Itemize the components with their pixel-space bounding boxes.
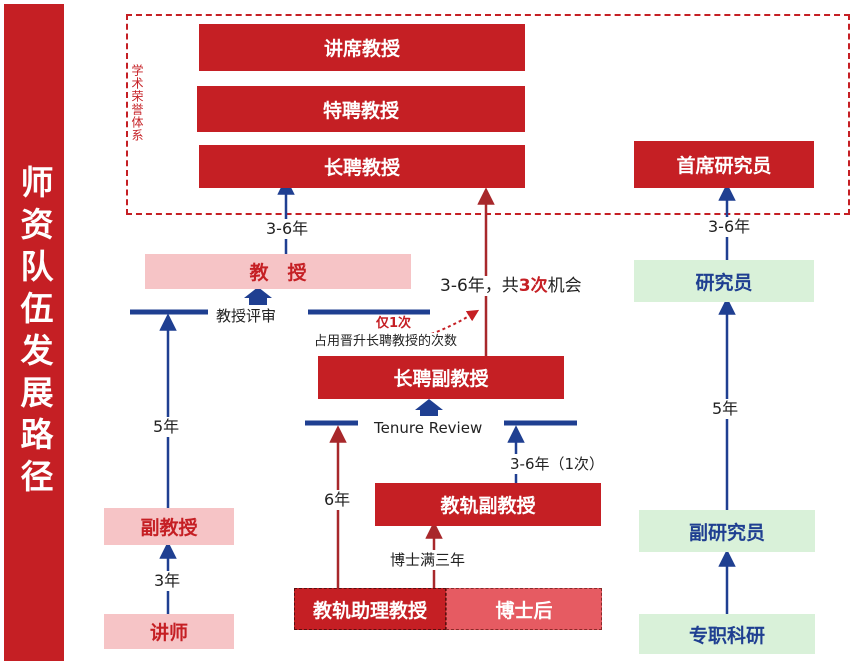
tenure-track-associate-professor-box: 教轨副教授 — [375, 483, 601, 526]
honor-system-label: 学术荣誉体系 — [130, 64, 144, 142]
only-once-dotted-arrow — [419, 309, 480, 339]
professor-box: 教 授 — [145, 254, 411, 289]
tenured-professor-box: 长聘教授 — [199, 145, 525, 188]
professor-review-label: 教授评审 — [214, 306, 279, 326]
three-chances-number: 3次 — [518, 276, 548, 296]
chief-researcher-box: 首席研究员 — [634, 141, 814, 188]
three-chances-prefix: 3-6年，共 — [440, 276, 519, 296]
uses-promotion-count-label: 占用晋升长聘教授的次数 — [312, 333, 460, 350]
years-3-label: 3年 — [152, 571, 183, 591]
tenure-review-label: Tenure Review — [372, 418, 485, 438]
associate-professor-box: 副教授 — [104, 508, 234, 545]
full-time-research-box: 专职科研 — [639, 614, 815, 654]
postdoc-box: 博士后 — [446, 588, 602, 630]
years-3-6-left-label: 3-6年 — [264, 219, 311, 239]
lecture-chair-professor-box: 讲席教授 — [199, 24, 525, 71]
tenure-up-arrow — [415, 399, 443, 416]
years-5-left-label: 5年 — [151, 417, 182, 437]
lecturer-box: 讲师 — [104, 614, 234, 649]
years-3-6-right-label: 3-6年 — [706, 217, 753, 237]
honor-system-frame — [126, 14, 850, 215]
associate-researcher-box: 副研究员 — [639, 510, 815, 552]
tenure-track-assistant-professor-box: 教轨助理教授 — [294, 588, 446, 630]
side-title: 师资队伍发展路径 — [4, 4, 64, 661]
three-chances-label: 3-6年，共3次机会 — [438, 276, 584, 296]
three-chances-suffix: 机会 — [547, 276, 582, 296]
distinguished-professor-box: 特聘教授 — [197, 86, 525, 132]
years-6-label: 6年 — [322, 490, 353, 510]
years-3-6-once-label: 3-6年（1次） — [508, 454, 607, 474]
only-once-label: 仅1次 — [374, 316, 414, 332]
tenured-associate-professor-box: 长聘副教授 — [318, 356, 564, 399]
phd-three-years-label: 博士满三年 — [388, 550, 468, 570]
review-up-arrow — [244, 287, 272, 305]
years-5-right-label: 5年 — [710, 399, 741, 419]
researcher-box: 研究员 — [634, 260, 814, 302]
